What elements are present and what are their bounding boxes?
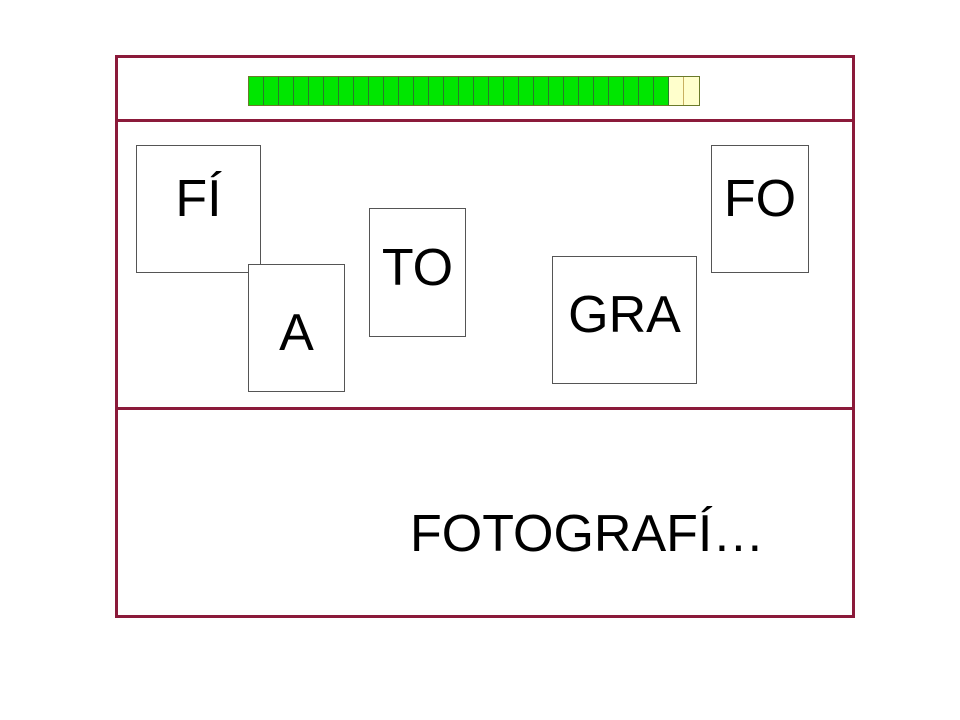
progress-bar <box>248 76 700 106</box>
progress-cell-empty <box>684 77 699 105</box>
syllable-tile-fi[interactable]: FÍ <box>136 145 261 273</box>
progress-cell-filled <box>654 77 669 105</box>
progress-cell-filled <box>369 77 384 105</box>
progress-cell-filled <box>294 77 309 105</box>
answer-panel <box>115 407 855 618</box>
progress-cell-filled <box>639 77 654 105</box>
progress-cell-filled <box>264 77 279 105</box>
progress-cell-filled <box>399 77 414 105</box>
progress-cell-filled <box>579 77 594 105</box>
syllable-tile-fo[interactable]: FO <box>711 145 809 273</box>
syllable-tile-a[interactable]: A <box>248 264 345 392</box>
progress-cell-filled <box>444 77 459 105</box>
progress-cell-filled <box>564 77 579 105</box>
syllable-tile-label: A <box>279 304 314 362</box>
progress-cell-filled <box>489 77 504 105</box>
syllable-tile-to[interactable]: TO <box>369 208 466 337</box>
progress-cell-filled <box>504 77 519 105</box>
syllable-tile-label: FÍ <box>175 170 222 228</box>
progress-cell-filled <box>549 77 564 105</box>
progress-cell-filled <box>609 77 624 105</box>
progress-cell-filled <box>249 77 264 105</box>
progress-cell-filled <box>594 77 609 105</box>
progress-cell-filled <box>414 77 429 105</box>
progress-cell-filled <box>459 77 474 105</box>
syllable-tile-gra[interactable]: GRA <box>552 256 697 384</box>
progress-cell-filled <box>384 77 399 105</box>
progress-cell-filled <box>519 77 534 105</box>
progress-cell-filled <box>339 77 354 105</box>
progress-cell-filled <box>354 77 369 105</box>
progress-cell-filled <box>324 77 339 105</box>
syllable-tile-label: FO <box>723 170 797 228</box>
progress-cell-empty <box>669 77 684 105</box>
progress-cell-filled <box>534 77 549 105</box>
progress-cell-filled <box>279 77 294 105</box>
progress-cell-filled <box>624 77 639 105</box>
progress-cell-filled <box>309 77 324 105</box>
progress-cell-filled <box>474 77 489 105</box>
progress-cell-filled <box>429 77 444 105</box>
syllable-tile-label: TO <box>381 238 454 297</box>
syllable-tile-label: GRA <box>568 286 681 344</box>
answer-text: FOTOGRAFÍ… <box>410 505 765 563</box>
